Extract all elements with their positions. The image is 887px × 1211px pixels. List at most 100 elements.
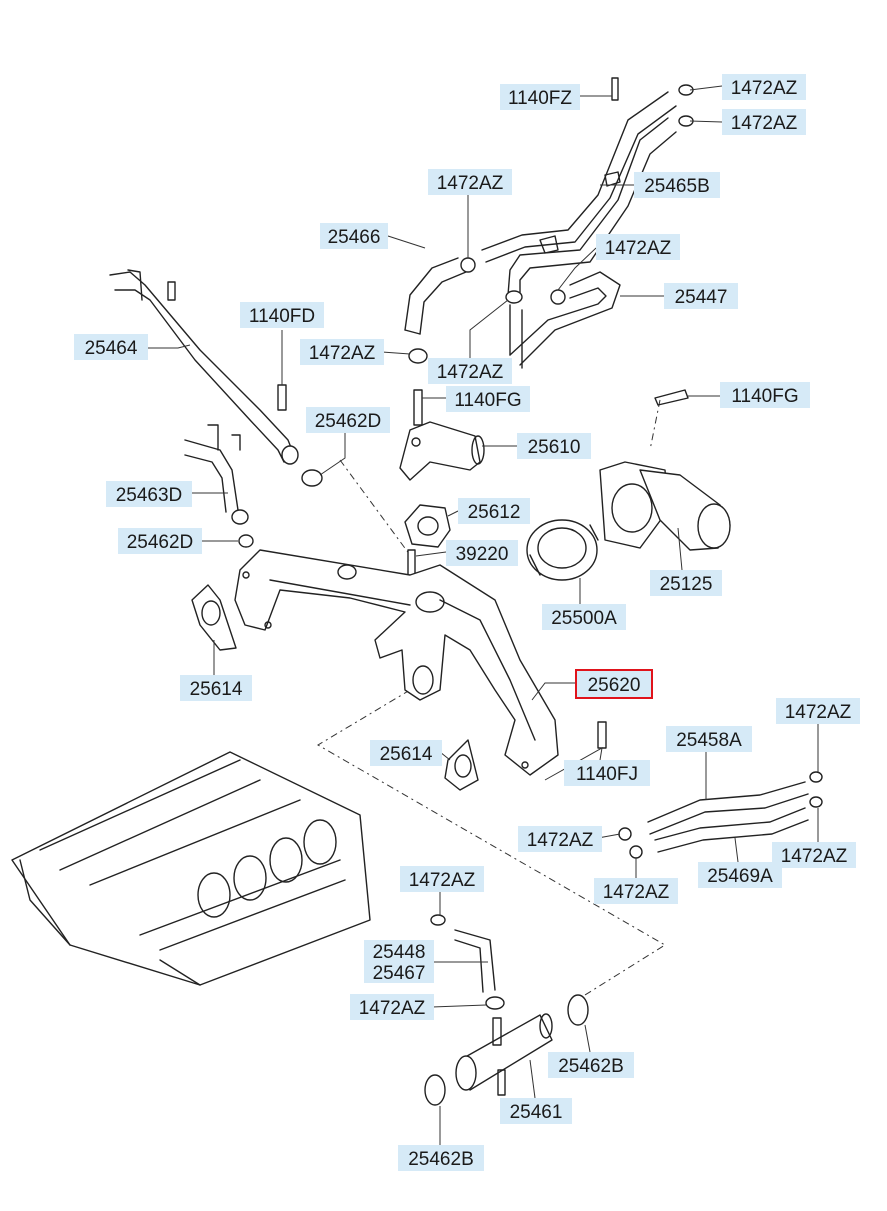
label-1472az-h[interactable]: 1472AZ bbox=[594, 878, 678, 904]
o-ring-icon bbox=[424, 1074, 446, 1106]
label-1472az-a[interactable]: 1472AZ bbox=[428, 169, 512, 195]
label-25462b-a[interactable]: 25462B bbox=[548, 1052, 634, 1078]
svg-text:25447: 25447 bbox=[675, 287, 728, 308]
svg-text:1472AZ: 1472AZ bbox=[781, 846, 848, 867]
o-ring-icon bbox=[238, 534, 254, 548]
thermostat-25500a bbox=[526, 519, 599, 581]
svg-text:25610: 25610 bbox=[528, 437, 581, 458]
pipe-25464 bbox=[109, 269, 299, 465]
bolt-icon bbox=[597, 721, 607, 749]
label-1472az-e[interactable]: 1472AZ bbox=[776, 698, 860, 724]
pipe-25461 bbox=[455, 1013, 553, 1096]
label-39220[interactable]: 39220 bbox=[446, 540, 518, 566]
label-1472az-d[interactable]: 1472AZ bbox=[428, 358, 512, 384]
water-pipe-25620 bbox=[234, 549, 559, 776]
label-1140fd[interactable]: 1140FD bbox=[240, 302, 324, 328]
label-1472az-g[interactable]: 1472AZ bbox=[772, 842, 856, 868]
label-25612[interactable]: 25612 bbox=[458, 498, 530, 524]
svg-text:1140FJ: 1140FJ bbox=[576, 764, 638, 785]
label-1472az-c[interactable]: 1472AZ bbox=[300, 339, 384, 365]
svg-text:1472AZ: 1472AZ bbox=[309, 343, 376, 364]
svg-text:25462D: 25462D bbox=[315, 411, 382, 432]
clamp-icon bbox=[408, 348, 428, 364]
label-25467[interactable]: 25467 bbox=[364, 961, 434, 984]
svg-text:1140FG: 1140FG bbox=[731, 386, 798, 407]
label-25465b[interactable]: 25465B bbox=[634, 172, 720, 198]
label-25462d-a[interactable]: 25462D bbox=[306, 407, 390, 433]
svg-text:1472AZ: 1472AZ bbox=[409, 870, 476, 891]
hose-25448-25467 bbox=[430, 914, 505, 1010]
label-1472az-i[interactable]: 1472AZ bbox=[400, 866, 484, 892]
svg-text:25448: 25448 bbox=[373, 942, 426, 963]
hose-25466 bbox=[404, 257, 476, 335]
water-outlet-fitting-25610 bbox=[399, 389, 485, 481]
label-25469a[interactable]: 25469A bbox=[698, 862, 782, 888]
label-25448[interactable]: 25448 bbox=[364, 940, 434, 963]
gasket-25614-left bbox=[191, 584, 237, 651]
label-25614-b[interactable]: 25614 bbox=[370, 740, 442, 766]
svg-text:1472AZ: 1472AZ bbox=[731, 113, 798, 134]
svg-text:1472AZ: 1472AZ bbox=[359, 998, 426, 1019]
label-25614-a[interactable]: 25614 bbox=[180, 675, 252, 701]
label-25610[interactable]: 25610 bbox=[517, 433, 591, 459]
svg-text:25614: 25614 bbox=[380, 744, 433, 765]
label-1140fz[interactable]: 1140FZ bbox=[500, 84, 580, 110]
svg-text:25465B: 25465B bbox=[644, 176, 710, 197]
svg-text:1140FG: 1140FG bbox=[454, 390, 521, 411]
label-25464[interactable]: 25464 bbox=[74, 334, 148, 360]
svg-text:25125: 25125 bbox=[660, 574, 713, 595]
o-ring-icon bbox=[301, 469, 323, 487]
svg-text:1140FZ: 1140FZ bbox=[508, 88, 572, 109]
engine-block bbox=[11, 751, 371, 986]
label-1472az-top2[interactable]: 1472AZ bbox=[722, 109, 806, 135]
svg-text:25467: 25467 bbox=[373, 963, 426, 984]
o-ring-icon bbox=[567, 994, 589, 1026]
hose-25447 bbox=[505, 271, 621, 369]
gasket-25612 bbox=[404, 504, 451, 548]
svg-text:1140FD: 1140FD bbox=[249, 306, 315, 327]
svg-text:1472AZ: 1472AZ bbox=[605, 238, 672, 259]
label-25466[interactable]: 25466 bbox=[320, 223, 388, 249]
svg-text:1472AZ: 1472AZ bbox=[785, 702, 852, 723]
label-25463d[interactable]: 25463D bbox=[106, 481, 192, 507]
label-25461[interactable]: 25461 bbox=[500, 1098, 572, 1124]
heater-pipe-25465b bbox=[481, 77, 694, 296]
svg-text:39220: 39220 bbox=[456, 544, 509, 565]
svg-text:1472AZ: 1472AZ bbox=[603, 882, 670, 903]
svg-text:25462D: 25462D bbox=[127, 532, 194, 553]
svg-text:25612: 25612 bbox=[468, 502, 521, 523]
svg-text:25458A: 25458A bbox=[676, 730, 742, 751]
label-1472az-b[interactable]: 1472AZ bbox=[596, 234, 680, 260]
label-1472az-f[interactable]: 1472AZ bbox=[518, 826, 602, 852]
label-25125[interactable]: 25125 bbox=[650, 570, 722, 596]
assembly-guide-lines bbox=[317, 399, 666, 996]
label-25458a[interactable]: 25458A bbox=[666, 726, 752, 752]
label-25620[interactable]: 25620 bbox=[575, 669, 653, 699]
svg-text:25500A: 25500A bbox=[551, 608, 617, 629]
svg-text:25466: 25466 bbox=[328, 227, 381, 248]
label-25462b-b[interactable]: 25462B bbox=[398, 1145, 484, 1171]
gasket-25614-right bbox=[444, 739, 479, 791]
label-1140fg-b[interactable]: 1140FG bbox=[720, 382, 810, 408]
svg-text:25462B: 25462B bbox=[558, 1056, 624, 1077]
svg-text:1472AZ: 1472AZ bbox=[527, 830, 594, 851]
label-25462d-b[interactable]: 25462D bbox=[118, 528, 202, 554]
svg-text:25620: 25620 bbox=[588, 675, 641, 696]
svg-text:25462B: 25462B bbox=[408, 1149, 474, 1170]
svg-text:25461: 25461 bbox=[510, 1102, 563, 1123]
svg-text:25469A: 25469A bbox=[707, 866, 773, 887]
label-1140fj[interactable]: 1140FJ bbox=[564, 760, 650, 786]
label-1472az-top1[interactable]: 1472AZ bbox=[722, 74, 806, 100]
svg-text:25614: 25614 bbox=[190, 679, 243, 700]
pipe-25463d bbox=[184, 424, 249, 525]
label-1140fg-a[interactable]: 1140FG bbox=[446, 386, 530, 412]
svg-text:25464: 25464 bbox=[85, 338, 138, 359]
svg-text:1472AZ: 1472AZ bbox=[437, 362, 504, 383]
water-inlet-housing-25125 bbox=[599, 389, 731, 551]
svg-text:25463D: 25463D bbox=[116, 485, 183, 506]
label-1472az-j[interactable]: 1472AZ bbox=[350, 994, 434, 1020]
label-25447[interactable]: 25447 bbox=[664, 283, 738, 309]
svg-text:1472AZ: 1472AZ bbox=[437, 173, 504, 194]
label-25500a[interactable]: 25500A bbox=[542, 604, 626, 630]
